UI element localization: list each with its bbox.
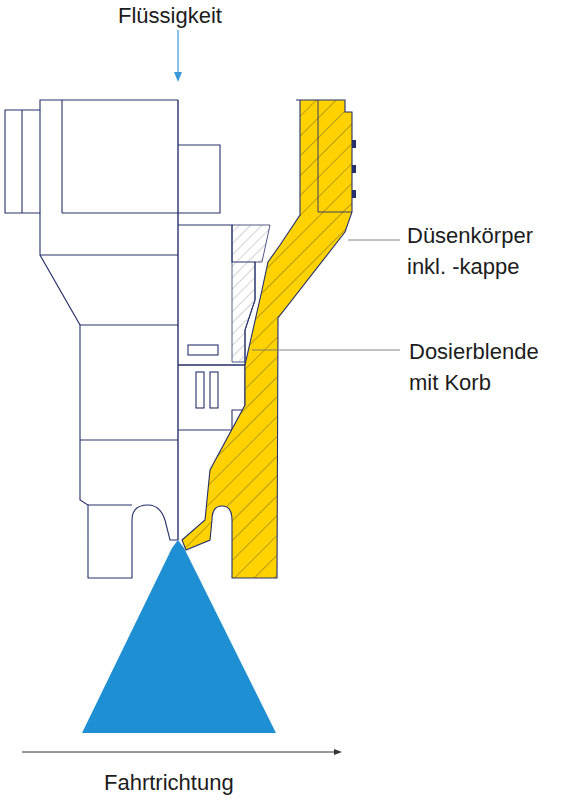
direction-label: Fahrtrichtung bbox=[104, 767, 284, 798]
fluid-arrow bbox=[174, 30, 182, 82]
part-label: Düsenkörper inkl. -kappe bbox=[407, 220, 565, 282]
flow-label: Flüssigkeit bbox=[118, 0, 248, 31]
nozzle-body-section bbox=[182, 100, 356, 578]
leader-line bbox=[252, 350, 400, 351]
part-label: Dosierblende mit Korb bbox=[409, 336, 565, 398]
leader-line bbox=[348, 240, 400, 241]
direction-arrow bbox=[22, 749, 342, 755]
